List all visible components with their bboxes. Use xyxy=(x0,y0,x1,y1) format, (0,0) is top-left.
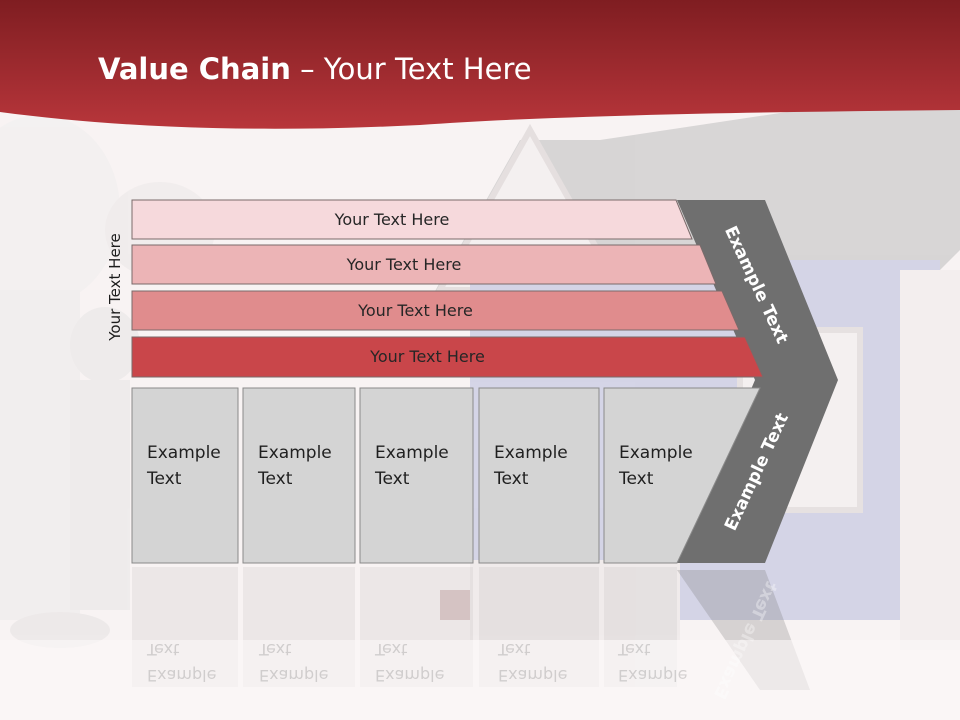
vertical-label[interactable]: Your Text Here xyxy=(106,233,124,341)
row-4[interactable]: Your Text Here xyxy=(132,337,763,376)
row-3-label: Your Text Here xyxy=(358,301,473,320)
row-4-label: Your Text Here xyxy=(370,347,485,366)
title-rest: – Your Text Here xyxy=(290,52,532,86)
row-1-label: Your Text Here xyxy=(334,210,450,229)
row-1[interactable]: Your Text Here xyxy=(132,200,692,239)
slide-title[interactable]: Value Chain – Your Text Here xyxy=(98,52,532,86)
title-bold: Value Chain xyxy=(98,52,291,86)
row-3[interactable]: Your Text Here xyxy=(132,291,739,330)
row-2-label: Your Text Here xyxy=(346,255,462,274)
row-2[interactable]: Your Text Here xyxy=(132,245,716,284)
